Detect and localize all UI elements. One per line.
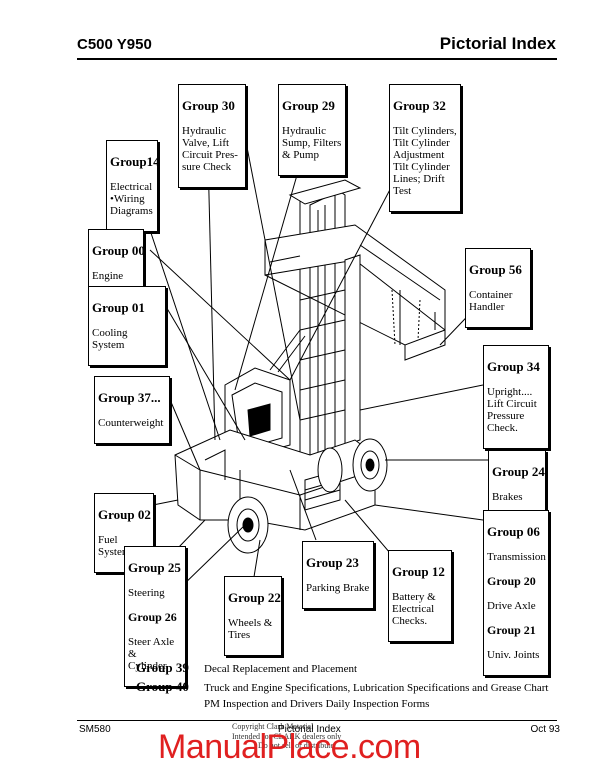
callout-group-25: Group 25 Steering Group 26 Steer Axle & …: [124, 546, 186, 687]
callout-group-02: Group 02 Fuel System: [94, 493, 154, 573]
page-title: Pictorial Index: [439, 34, 556, 53]
callout-group-12: Group 12 Battery & Electrical Checks.: [388, 550, 452, 642]
callout-group-56: Group 56 Container Handler: [465, 248, 531, 328]
copyright-line-1: Copyright Clark Material: [232, 722, 314, 731]
callout-group-22: Group 22 Wheels & Tires: [224, 576, 282, 656]
callout-group-30: Group 30 Hydraulic Valve, Lift Circuit P…: [178, 84, 246, 188]
callout-group-00: Group 00 Engine: [88, 229, 145, 297]
copyright-line-2: Intended for CLARK dealers only: [232, 732, 342, 741]
callout-group-34: Group 34 Upright.... Lift Circuit Pressu…: [483, 345, 549, 449]
footer-manual-number: SM580: [79, 724, 111, 735]
footer-section-title: Pictorial Index: [278, 724, 341, 735]
footer-date: Oct 93: [530, 724, 560, 735]
legend-row-pm-inspection: PM Inspection and Drivers Daily Inspecti…: [204, 698, 430, 710]
header-rule: [77, 58, 557, 60]
callout-group-23: Group 23 Parking Brake: [302, 541, 374, 609]
footer-rule: [77, 720, 557, 721]
callout-group-01: Group 01 Cooling System: [88, 286, 166, 366]
callout-group-14: Group14 Electrical •Wiring Diagrams: [106, 140, 160, 232]
callout-group-29: Group 29 Hydraulic Sump, Filters & Pump: [278, 84, 346, 176]
callout-group-32: Group 32 Tilt Cylinders, Tilt Cylinder A…: [389, 84, 461, 212]
watermark: ManualPlace.com: [158, 728, 421, 766]
model-number: C500 Y950: [77, 36, 152, 53]
callout-group-37: Group 37... Counterweight: [94, 376, 170, 444]
copyright-line-3: Do not sell or distribute: [258, 741, 334, 750]
callout-group-06: Group 06 Transmission Group 20 Drive Axl…: [483, 510, 549, 676]
callout-group-24: Group 24 Brakes: [488, 450, 546, 518]
